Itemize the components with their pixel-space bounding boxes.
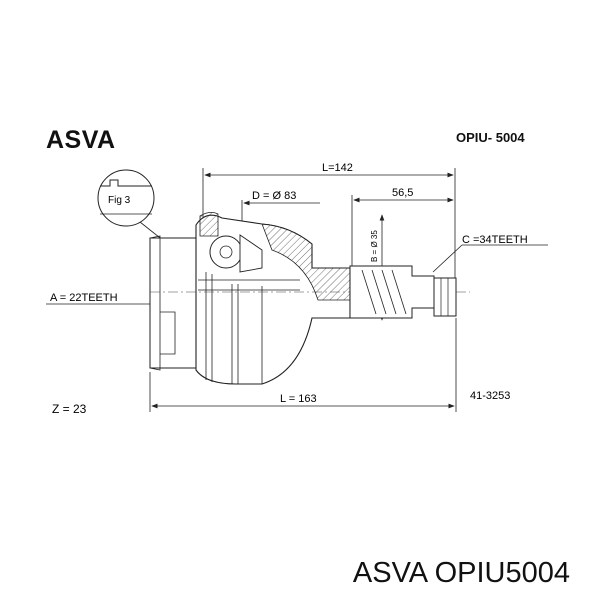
footer-caption: ASVA OPIU5004 xyxy=(352,557,570,589)
output-shaft xyxy=(349,265,457,319)
brand-logo-text: ASVA xyxy=(46,126,116,154)
part-code: OPIU- 5004 xyxy=(456,130,525,145)
dim-d83-label: D = Ø 83 xyxy=(252,190,296,202)
ref-number: 41-3253 xyxy=(470,390,510,402)
dim-c34-label: C =34TEETH xyxy=(462,234,528,246)
dim-565: 56,5 xyxy=(351,187,454,270)
dim-b35-label: B = Ø 35 xyxy=(370,230,379,262)
dim-l163: L = 163 xyxy=(149,318,457,412)
housing xyxy=(149,212,470,385)
dim-a22-label: A = 22TEETH xyxy=(50,292,118,304)
dim-l163-label: L = 163 xyxy=(280,393,317,405)
dim-565-label: 56,5 xyxy=(392,187,413,199)
dim-z-label: Z = 23 xyxy=(52,402,87,416)
dim-l142-label: L=142 xyxy=(322,162,353,174)
fig-label: Fig 3 xyxy=(108,195,131,206)
dim-c34: C =34TEETH xyxy=(432,234,548,273)
